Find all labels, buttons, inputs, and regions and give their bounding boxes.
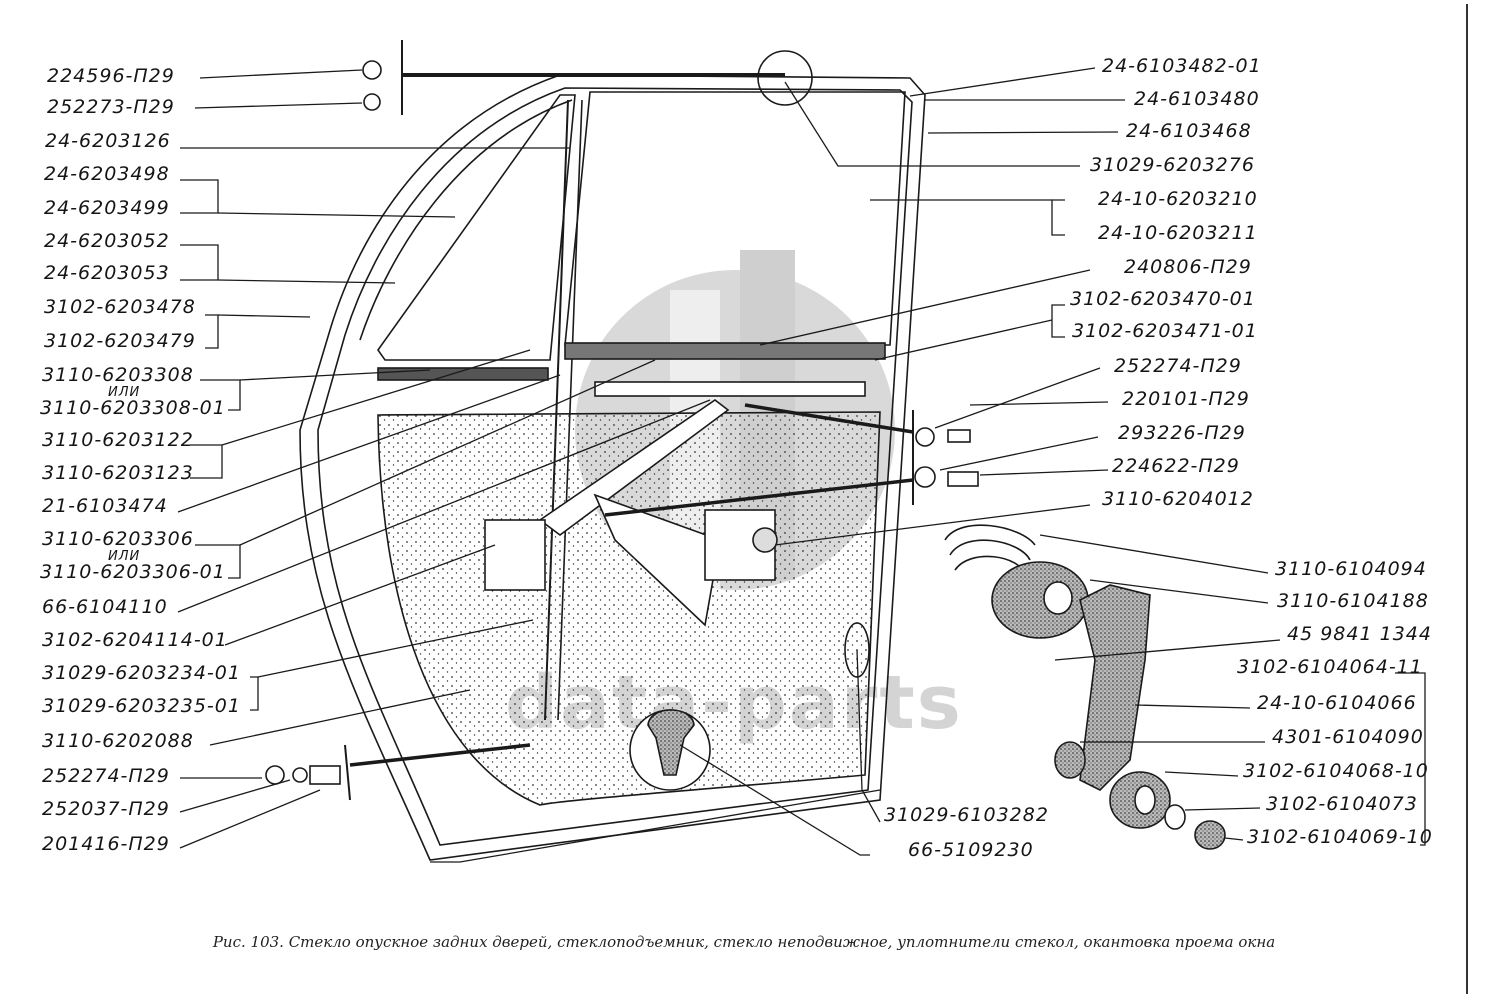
alternative-marker: ИЛИ — [108, 549, 141, 564]
part-label: 220101-П29 — [1122, 388, 1250, 410]
part-label: 24-6203499 — [44, 197, 170, 219]
part-label: 3110-6104094 — [1275, 558, 1427, 580]
part-label: 3102-6104064-11 — [1237, 656, 1423, 678]
part-label: 252273-П29 — [47, 96, 175, 118]
part-label: 3110-6203122 — [42, 429, 194, 451]
part-label: 3110-6203306-01 — [40, 561, 226, 583]
part-label: 3102-6104068-10 — [1243, 760, 1429, 782]
window-regulator — [538, 399, 730, 536]
alternative-marker: ИЛИ — [108, 385, 141, 400]
part-label: 252274-П29 — [42, 765, 170, 787]
part-label: 3102-6203478 — [44, 296, 196, 318]
part-label: 31029-6203235-01 — [42, 695, 241, 717]
part-label: 240806-П29 — [1124, 256, 1252, 278]
part-label: 66-6104110 — [42, 596, 168, 618]
part-label: 293226-П29 — [1118, 422, 1246, 444]
part-label: 45 9841 1344 — [1287, 623, 1432, 645]
figure-caption: Рис. 103. Стекло опускное задних дверей,… — [212, 933, 1276, 951]
part-label: 3110-6204012 — [1102, 488, 1254, 510]
part-label: 3102-6104069-10 — [1247, 826, 1433, 848]
part-label: 24-6203498 — [44, 163, 170, 185]
part-label: 3110-6104188 — [1277, 590, 1429, 612]
window-crank-handle — [1079, 584, 1151, 791]
part-label: 3110-6203308-01 — [40, 397, 226, 419]
part-label: 31029-6203234-01 — [42, 662, 241, 684]
part-label: 3110-6202088 — [42, 730, 194, 752]
part-label: 24-6203052 — [44, 230, 170, 252]
part-label: 224596-П29 — [47, 65, 175, 87]
part-label: 3102-6104073 — [1266, 793, 1418, 815]
part-label: 31029-6103282 — [884, 804, 1049, 826]
part-label: 21-6103474 — [42, 495, 168, 517]
part-label: 252274-П29 — [1114, 355, 1242, 377]
part-label: 3102-6203470-01 — [1070, 288, 1256, 310]
part-label: 24-6203053 — [44, 262, 170, 284]
part-label: 24-6103482-01 — [1102, 55, 1262, 77]
part-label: 3110-6203123 — [42, 462, 194, 484]
part-label: 224622-П29 — [1112, 455, 1240, 477]
handle-escutcheon — [991, 561, 1089, 639]
part-label: 24-6203126 — [45, 130, 171, 152]
part-label: 66-5109230 — [908, 839, 1034, 861]
part-label: 24-10-6104066 — [1257, 692, 1417, 714]
part-label: 3102-6203471-01 — [1072, 320, 1258, 342]
part-label: 24-10-6203210 — [1098, 188, 1258, 210]
part-label: 24-6103468 — [1126, 120, 1252, 142]
part-label: 3110-6203306 — [42, 528, 194, 550]
part-label: 24-10-6203211 — [1098, 222, 1258, 244]
part-label: 3102-6204114-01 — [42, 629, 228, 651]
drop-glass-outline — [564, 91, 906, 346]
part-label: 24-6103480 — [1134, 88, 1260, 110]
part-label: 201416-П29 — [42, 833, 170, 855]
fixed-glass-outline — [377, 94, 576, 361]
part-label: 3102-6203479 — [44, 330, 196, 352]
part-label: 252037-П29 — [42, 798, 170, 820]
part-label: 4301-6104090 — [1272, 726, 1424, 748]
page-edge-line — [1466, 4, 1468, 994]
part-label: 31029-6203276 — [1090, 154, 1255, 176]
part-label: 3110-6203308 — [42, 364, 194, 386]
door-outer-frame — [299, 74, 926, 861]
